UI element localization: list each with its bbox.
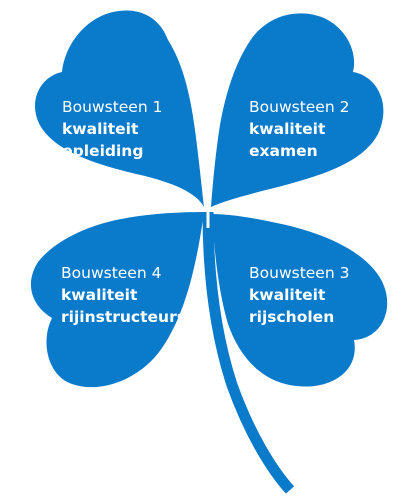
leaf-title: Bouwsteen 2	[249, 98, 350, 116]
leaf-title: Bouwsteen 4	[61, 264, 162, 282]
leaf-subtitle-line2: opleiding	[62, 142, 144, 160]
clover-stem	[202, 211, 295, 494]
leaf-subtitle-line2: rijscholen	[249, 308, 335, 326]
leaf-subtitle-line2: examen	[249, 142, 318, 160]
leaf-subtitle-line1: kwaliteit	[249, 286, 326, 304]
leaf-top-right	[211, 13, 384, 208]
leaf-label-bottom-right: Bouwsteen 3 kwaliteit rijscholen	[249, 262, 349, 328]
leaf-label-bottom-left: Bouwsteen 4 kwaliteit rijinstructeurs	[61, 262, 186, 328]
leaf-subtitle-line1: kwaliteit	[61, 286, 138, 304]
leaf-subtitle-line1: kwaliteit	[62, 120, 139, 138]
leaf-title: Bouwsteen 1	[62, 98, 163, 116]
leaf-title: Bouwsteen 3	[249, 264, 350, 282]
leaf-label-top-right: Bouwsteen 2 kwaliteit examen	[249, 96, 349, 162]
leaf-bottom-right	[212, 214, 388, 387]
leaf-subtitle-line2: rijinstructeurs	[61, 308, 186, 326]
leaf-bottom-left	[30, 212, 204, 388]
leaf-subtitle-line1: kwaliteit	[249, 120, 326, 138]
leaf-top-left	[35, 10, 204, 207]
leaf-label-top-left: Bouwsteen 1 kwaliteit opleiding	[62, 96, 162, 162]
